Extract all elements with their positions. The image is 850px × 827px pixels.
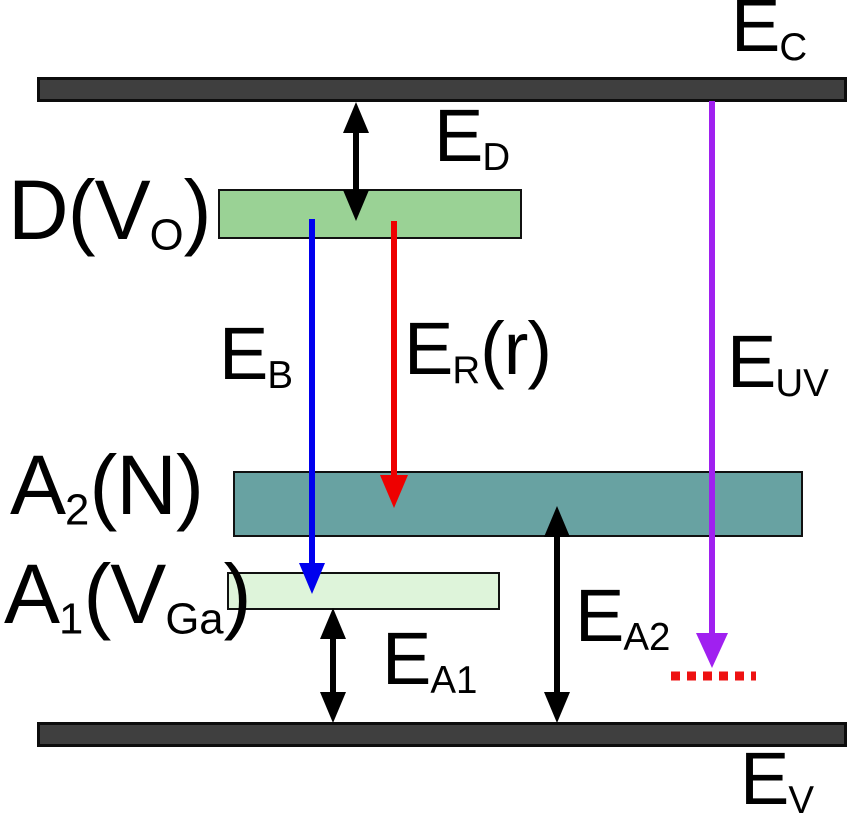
acceptor2-level-label: A2(N) (10, 438, 204, 535)
acceptor1-level-bar (227, 572, 500, 610)
conduction-band-label: EC (731, 0, 808, 70)
donor-level-label: D(VO) (8, 163, 212, 260)
eb-label: EB (219, 312, 294, 398)
acceptor2-level-bar (233, 471, 803, 537)
ed-arrow (343, 102, 369, 221)
euv-label: EUV (727, 320, 829, 406)
er-arrow (380, 221, 408, 508)
ed-label: ED (434, 94, 511, 180)
ea2-arrow (544, 506, 570, 723)
valence-band-bar (37, 722, 847, 747)
valence-band-label: EV (740, 737, 815, 823)
conduction-band-bar (37, 77, 847, 102)
ea2-label: EA2 (575, 574, 671, 660)
euv-arrow (696, 101, 728, 668)
acceptor1-level-label: A1(VGa) (4, 547, 252, 644)
eb-arrow (299, 219, 325, 594)
er-label: ER(r) (404, 307, 552, 393)
donor-level-bar (218, 189, 522, 239)
ea1-label: EA1 (382, 617, 478, 703)
ea1-arrow (320, 608, 346, 723)
